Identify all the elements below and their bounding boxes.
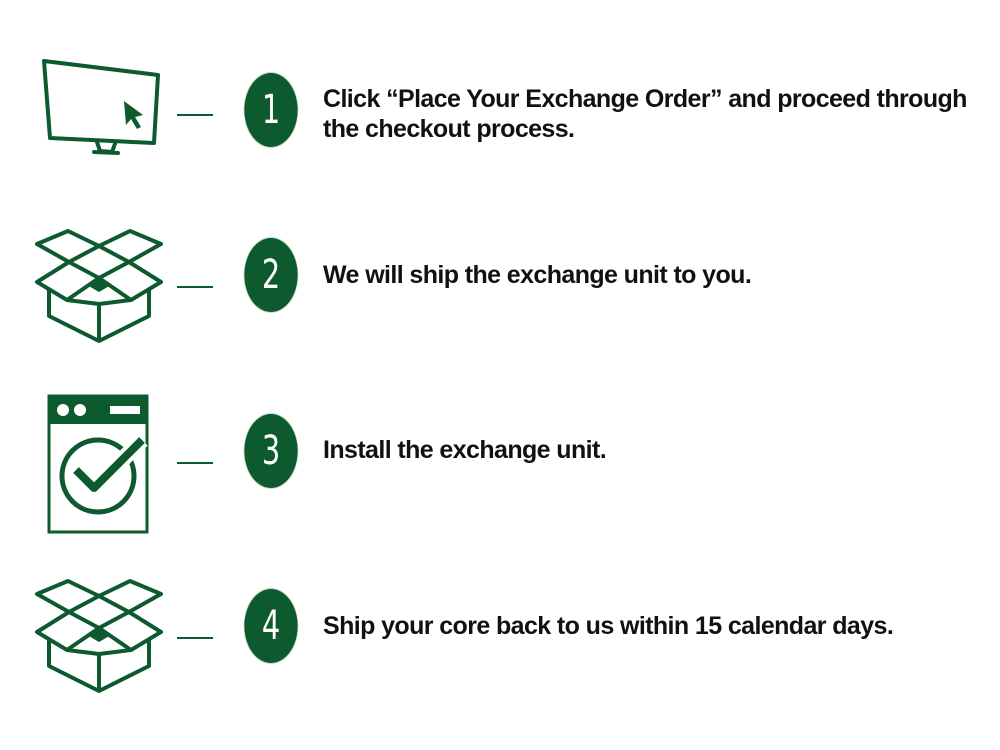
step-4: 4 Ship your core back to us within 15 ca…: [0, 0, 1000, 693]
step-number-badge: 2: [244, 238, 298, 312]
step-description: Ship your core back to us within 15 cale…: [323, 612, 894, 640]
step-connector: [177, 114, 213, 116]
step-number: 3: [261, 428, 281, 474]
step-number: 2: [261, 252, 281, 298]
step-number: 1: [261, 87, 281, 133]
step-number-badge: 1: [244, 73, 298, 147]
step-3: 3 Install the exchange unit.: [0, 0, 1000, 534]
monitor-cursor-icon: [42, 59, 160, 155]
open-box-icon: [35, 579, 163, 693]
step-connector: [177, 637, 213, 639]
step-number-badge: 4: [244, 589, 298, 663]
open-box-icon: [35, 229, 163, 343]
appliance-checkmark-icon: [47, 394, 149, 534]
step-connector: [177, 462, 213, 464]
step-description: Install the exchange unit.: [323, 436, 607, 464]
step-number-badge: 3: [244, 414, 298, 488]
step-description: We will ship the exchange unit to you.: [323, 261, 752, 289]
step-connector: [177, 286, 213, 288]
step-description: Click “Place Your Exchange Order” and pr…: [323, 85, 967, 143]
step-1: 1 Click “Place Your Exchange Order” and …: [0, 0, 1000, 180]
step-number: 4: [261, 603, 281, 649]
step-2: 2 We will ship the exchange unit to you.: [0, 0, 1000, 343]
